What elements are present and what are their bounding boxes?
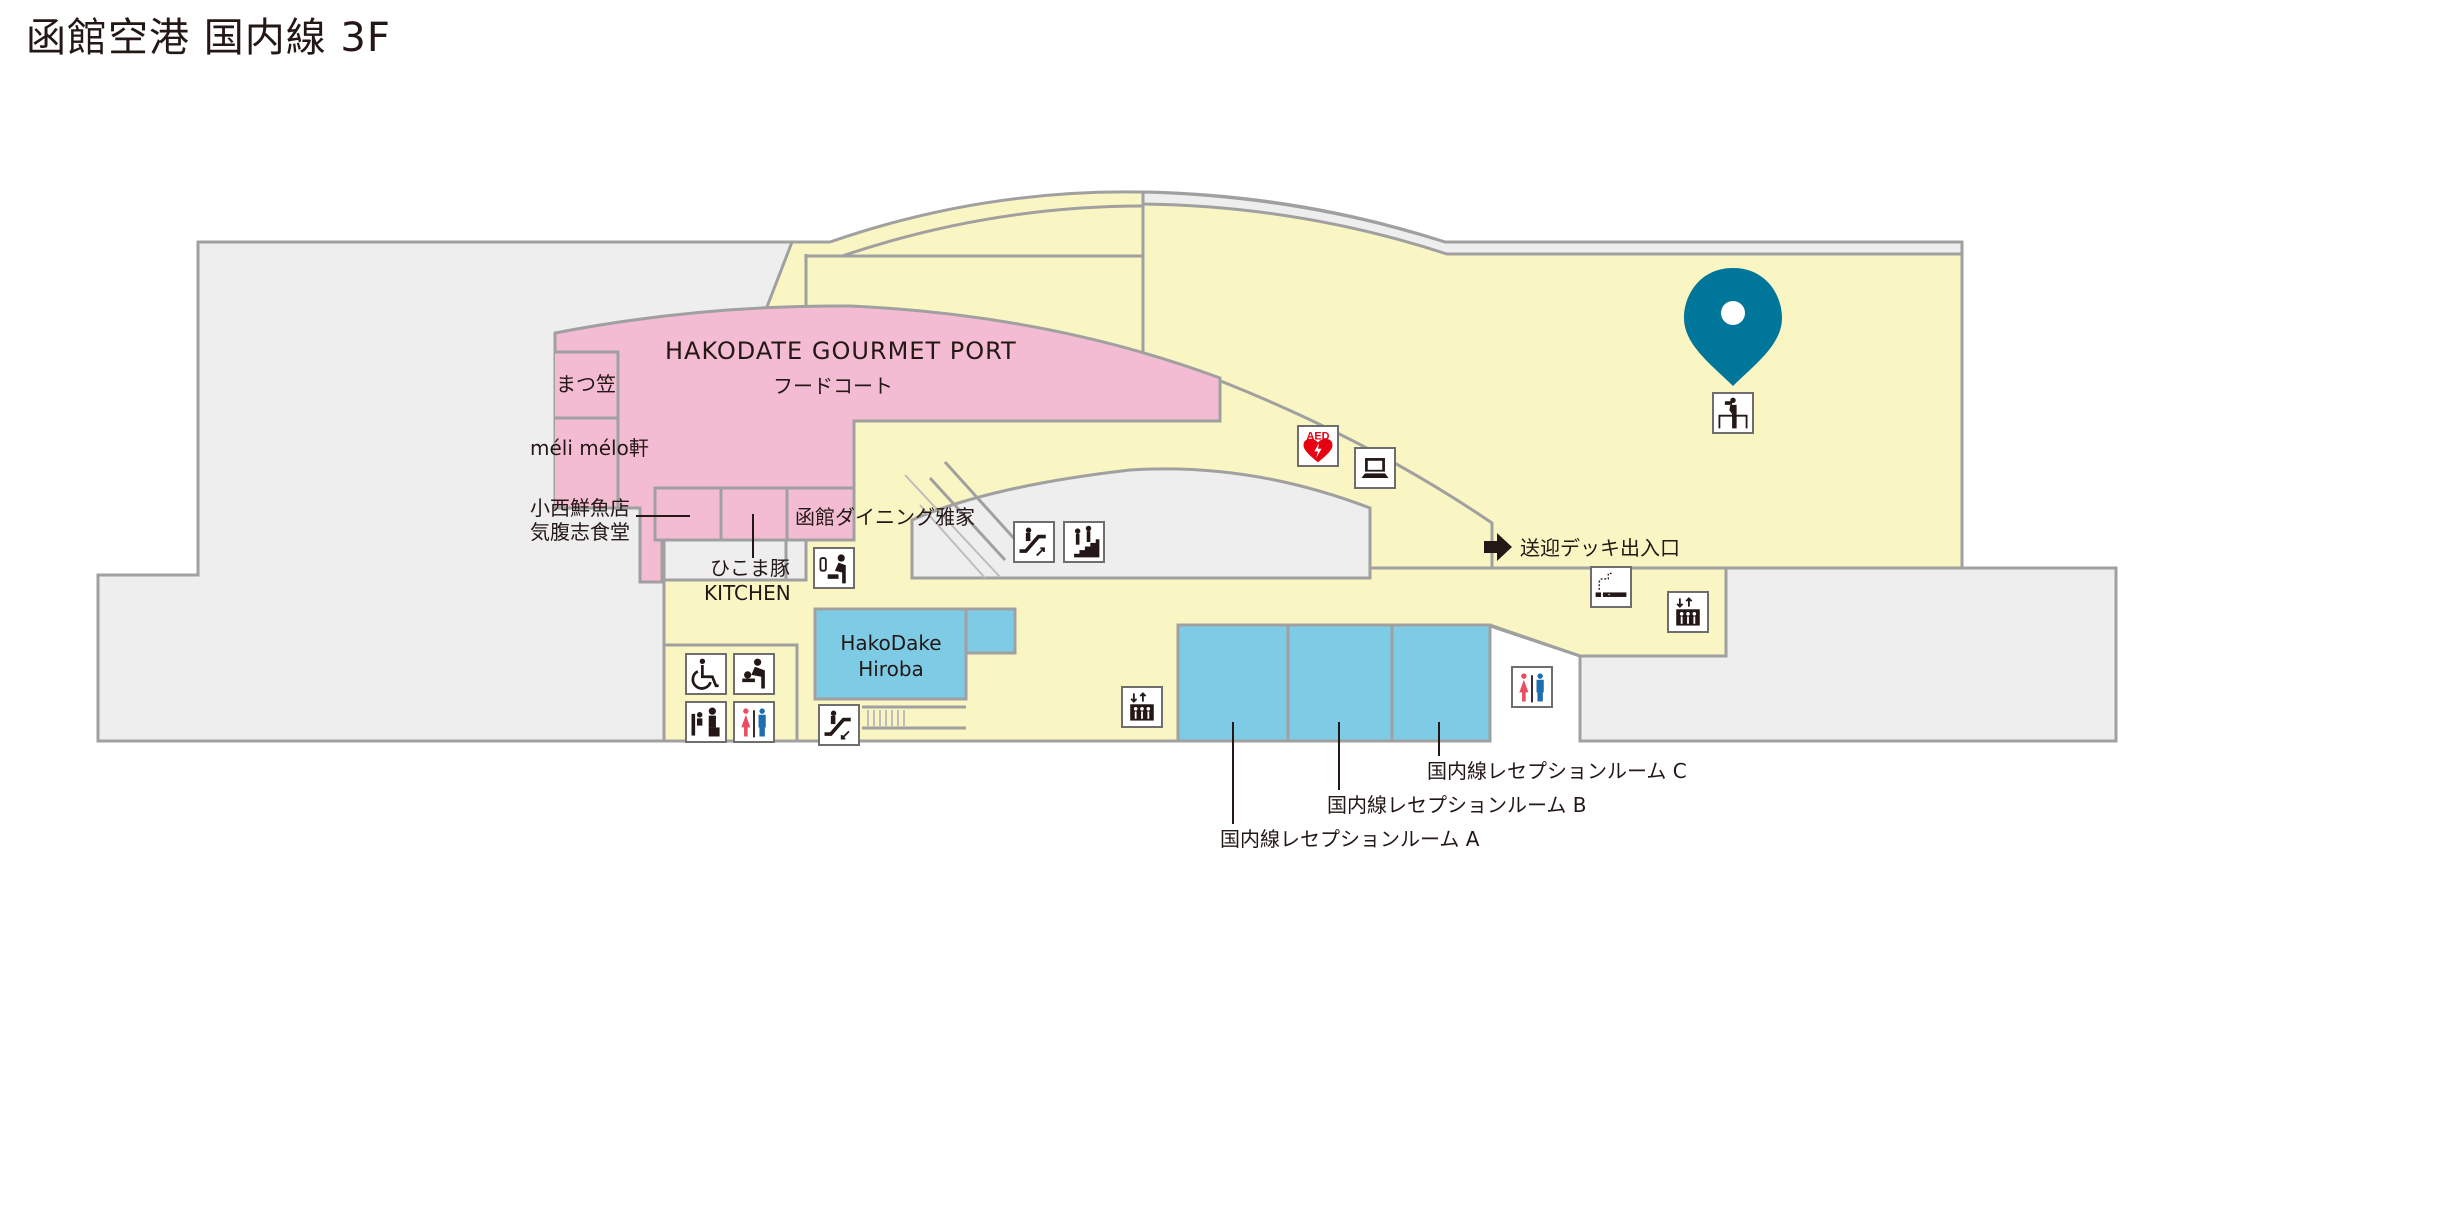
reception-room-c-label[interactable]: 国内線レセプションルーム C [1427,759,1687,783]
hakodake-line2: Hiroba [858,657,924,681]
reception-room-c [1390,623,1492,743]
escalator-down-icon[interactable] [818,704,860,746]
food-court-sub: フードコート [773,374,893,398]
stairs-icon[interactable] [1063,521,1105,563]
shop-kifukushi[interactable]: 気腹志食堂 [530,520,630,544]
child-toilet-seat-icon[interactable] [685,701,727,743]
accessible-toilet-icon[interactable] [685,653,727,695]
reception-room-b-label[interactable]: 国内線レセプションルーム B [1327,793,1587,817]
baby-changing-icon[interactable] [733,653,775,695]
shop-hikoma-line1[interactable]: ひこま豚 [710,556,790,580]
elevator-icon[interactable] [1121,686,1163,728]
escalator-up-icon[interactable] [1013,521,1055,563]
reception-room-a-label[interactable]: 国内線レセプションルーム A [1220,827,1480,851]
smoking-area-icon[interactable] [1590,566,1632,608]
shop-konishi[interactable]: 小西鮮魚店 [530,496,630,520]
current-location-pin-icon [1684,268,1782,386]
aed-icon[interactable]: AED [1297,425,1339,467]
hakodake-hiroba-area [813,607,968,701]
shop-hikoma-line2[interactable]: KITCHEN [704,581,791,605]
laptop-icon[interactable] [1354,447,1396,489]
deck-entrance-label[interactable]: 送迎デッキ出入口 [1520,536,1680,560]
elevator-icon[interactable] [1667,591,1709,633]
shop-masaya[interactable]: 函館ダイニング雅家 [795,505,975,529]
food-court-name: HAKODATE GOURMET PORT [665,337,1017,365]
shop-matsukasa[interactable]: まつ笠 [556,372,616,396]
restroom-icon[interactable] [733,701,775,743]
restroom-icon[interactable] [1511,666,1553,708]
shop-meli-melo[interactable]: méli mélo軒 [530,436,649,460]
page-title: 函館空港 国内線 3F [26,15,391,61]
hakodake-line1: HakoDake [840,631,942,655]
nursing-room-icon[interactable] [813,547,855,589]
observation-deck-icon[interactable] [1712,392,1754,434]
roof-band [1141,190,1964,256]
arrow-right-icon [1484,533,1512,561]
